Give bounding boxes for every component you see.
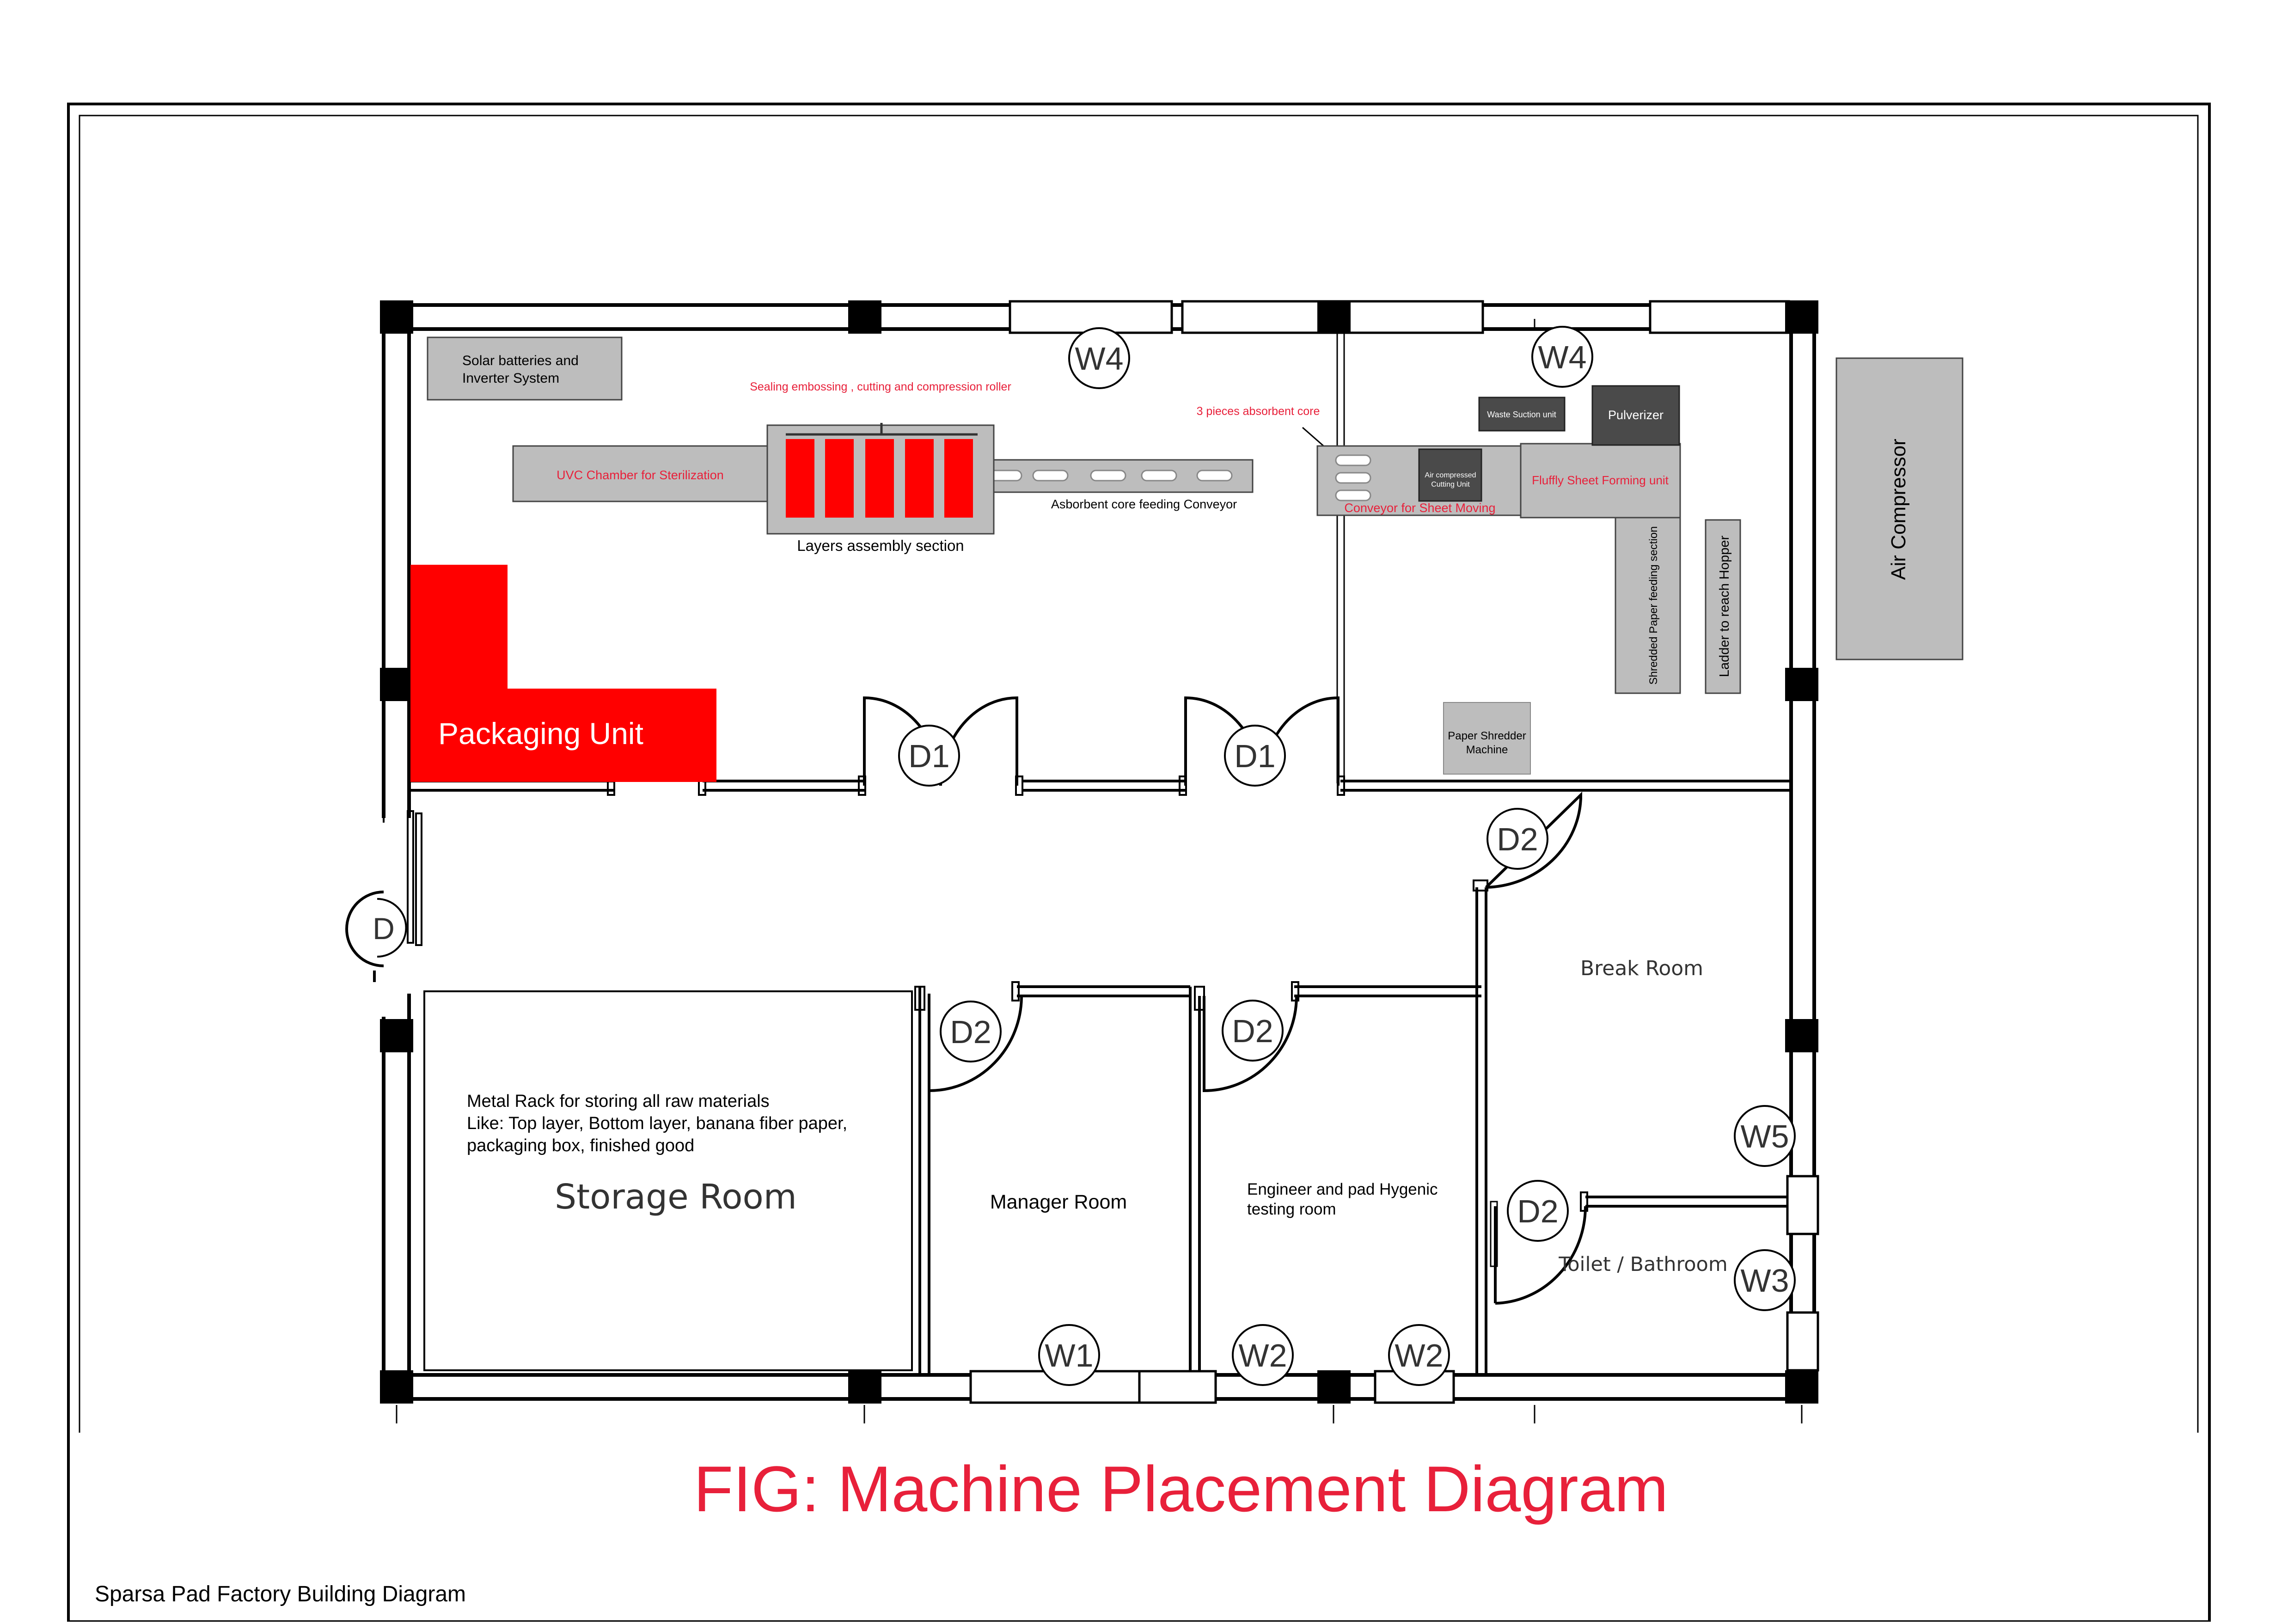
tag-w3: W3 xyxy=(1741,1263,1789,1299)
tag-d2-toilet: D2 xyxy=(1517,1193,1558,1229)
air-compressor-label: Air Compressor xyxy=(1887,439,1910,580)
three-pieces-label: 3 pieces absorbent core xyxy=(1197,405,1320,418)
tag-w5: W5 xyxy=(1741,1118,1789,1154)
absorbent-core-pieces xyxy=(1335,454,1371,501)
tag-w2-right: W2 xyxy=(1395,1337,1444,1374)
opening-tags xyxy=(377,326,1796,1386)
inner-frame xyxy=(79,115,2199,1433)
sealing-roller-label: Sealing embossing , cutting and compress… xyxy=(750,380,1011,393)
door-swings xyxy=(345,696,1587,1305)
waste-suction-unit xyxy=(1478,397,1566,432)
storage-note-3: packaging box, finished good xyxy=(467,1136,694,1155)
paper-shredder-label-1: Paper Shredder xyxy=(1448,730,1526,742)
layers-assembly-label: Layers assembly section xyxy=(797,537,964,554)
tag-w4-right: W4 xyxy=(1538,339,1587,375)
manager-room-label: Manager Room xyxy=(990,1191,1127,1213)
solar-label-2: Inverter System xyxy=(462,371,559,386)
shredded-feed-label: Shredded Paper feeding section xyxy=(1647,526,1660,685)
toilet-label: Toilet / Bathroom xyxy=(1558,1253,1728,1276)
air-compressed-cutting-unit xyxy=(1418,448,1482,502)
waste-suction-label: Waste Suction unit xyxy=(1487,410,1556,419)
ladder-label: Ladder to reach Hopper xyxy=(1717,536,1732,678)
break-room-label: Break Room xyxy=(1580,957,1703,980)
storage-note-1: Metal Rack for storing all raw materials xyxy=(467,1092,770,1111)
structural-columns xyxy=(380,300,1818,1404)
air-compressor xyxy=(1835,357,1964,660)
sealing-rollers xyxy=(786,439,973,518)
storage-note-2: Like: Top layer, Bottom layer, banana fi… xyxy=(467,1114,847,1133)
tag-d2-engineer: D2 xyxy=(1232,1013,1273,1049)
fluffy-sheet-label: Fluffly Sheet Forming unit xyxy=(1532,473,1669,487)
grid-ticks xyxy=(396,319,1803,1423)
packaging-unit-label: Packaging Unit xyxy=(438,716,643,751)
pulverizer xyxy=(1591,385,1680,446)
figure-caption: FIG: Machine Placement Diagram xyxy=(694,1453,1669,1525)
tag-w1: W1 xyxy=(1045,1337,1094,1374)
paper-shredder-label-2: Machine xyxy=(1466,744,1508,756)
packaging-unit xyxy=(410,565,716,782)
cutting-unit-label-2: Cutting Unit xyxy=(1431,481,1470,488)
engineer-room-label-2: testing room xyxy=(1247,1200,1336,1218)
absorbent-conveyor-label: Asborbent core feeding Conveyor xyxy=(1051,497,1237,511)
ladder-to-hopper xyxy=(1705,519,1741,694)
tag-d2-manager: D2 xyxy=(950,1014,991,1050)
tag-w2-left: W2 xyxy=(1239,1337,1287,1374)
conveyor-pads xyxy=(986,470,1233,482)
tag-d-left: D xyxy=(373,911,395,946)
opening-tag-labels: W4 W4 D1 D1 D2 D2 D2 D2 W5 W3 W1 W2 W2 D xyxy=(373,339,1789,1374)
paper-shredder-machine xyxy=(1443,702,1531,775)
cutting-unit-label-1: Air compressed xyxy=(1425,471,1476,479)
tag-d1-right: D1 xyxy=(1234,738,1275,774)
sheet-conveyor-label: Conveyor for Sheet Moving xyxy=(1344,501,1495,515)
pulverizer-label: Pulverizer xyxy=(1608,408,1664,422)
solar-label-1: Solar batteries and xyxy=(462,353,579,368)
shredded-paper-feeding-section xyxy=(1615,517,1681,694)
solar-battery-box xyxy=(427,336,623,401)
tag-w4-left: W4 xyxy=(1075,341,1124,377)
tag-d2-break: D2 xyxy=(1497,821,1538,857)
storage-room-label: Storage Room xyxy=(555,1177,797,1217)
engineer-room-label-1: Engineer and pad Hygenic xyxy=(1247,1180,1438,1198)
footer-title: Sparsa Pad Factory Building Diagram xyxy=(95,1582,466,1606)
uvc-label: UVC Chamber for Sterilization xyxy=(557,468,724,482)
tag-d1-left: D1 xyxy=(908,738,949,774)
